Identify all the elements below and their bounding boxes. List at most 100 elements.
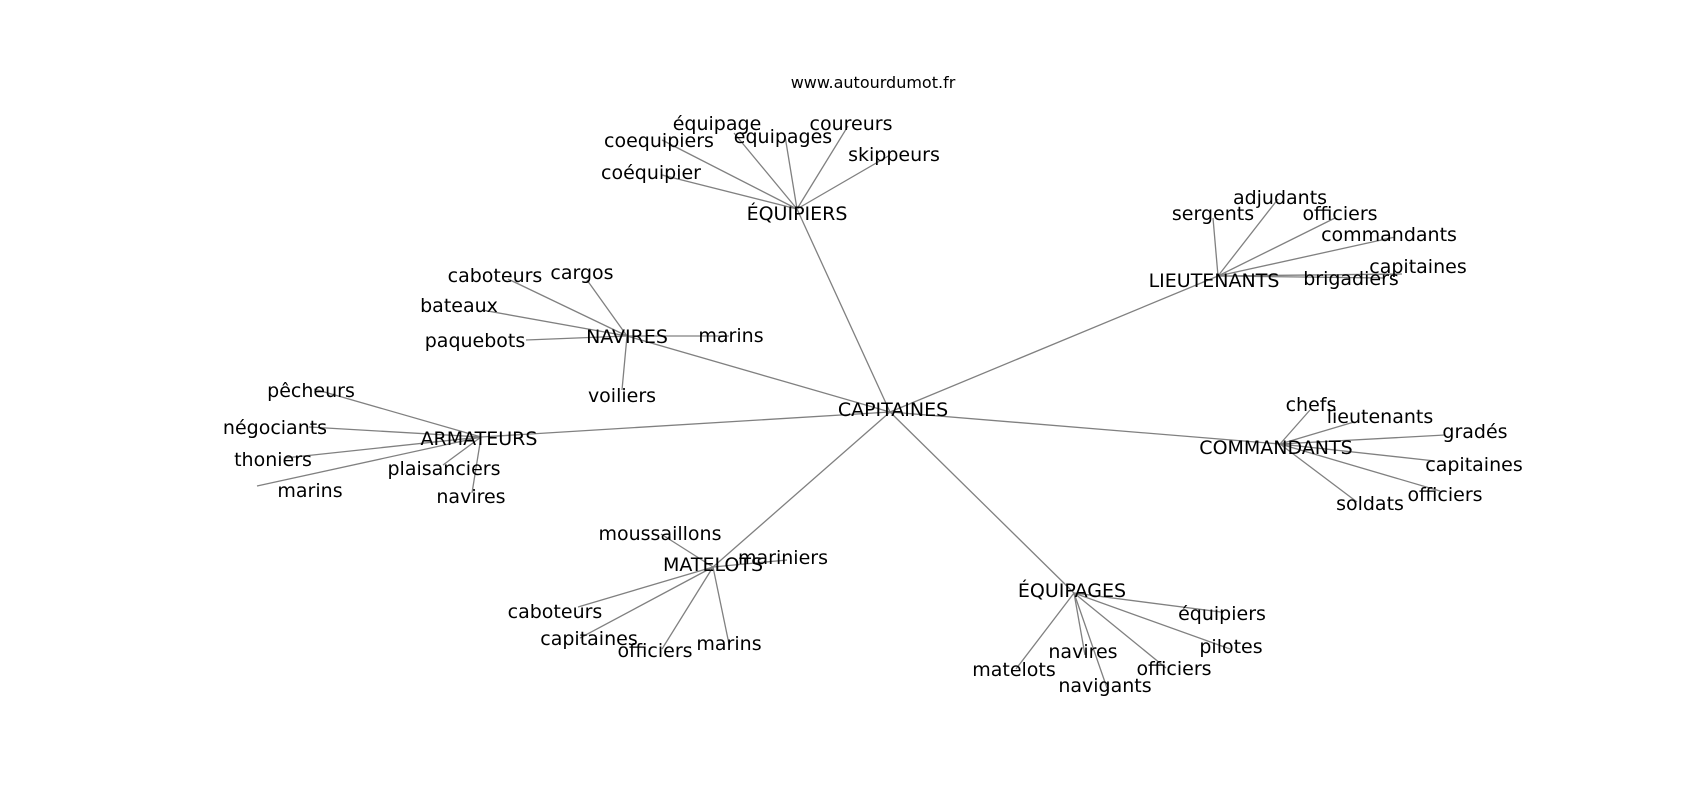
edge-equipages-leaf-4 [1015,592,1075,670]
edge-center-equipiers [796,208,891,413]
cluster-node-matelots: MATELOTS [663,554,763,576]
edge-lieutenants-leaf-0 [1217,198,1279,277]
edge-navires-leaf-0 [507,278,628,337]
leaf-node-lieutenants-3: commandants [1321,224,1457,246]
edge-equipiers-leaf-1 [796,125,849,210]
leaf-node-equipages-4: matelots [972,659,1056,681]
leaf-node-lieutenants-5: brigadiers [1303,268,1399,290]
edge-matelots-leaf-3 [579,566,714,639]
leaf-node-matelots-0: moussaillons [598,523,721,545]
leaf-node-commandants-4: officiers [1407,484,1482,506]
leaf-node-equipiers-1: coureurs [810,113,893,135]
edge-commandants-leaf-0 [1279,409,1311,445]
leaf-node-commandants-0: chefs [1286,394,1337,416]
edge-equipiers-leaf-2 [661,139,798,210]
leaf-node-navires-5: voiliers [588,385,656,407]
edge-center-navires [626,335,891,413]
edge-armateurs-leaf-1 [308,426,482,438]
leaf-node-equipiers-4: skippeurs [848,144,940,166]
edge-center-matelots [712,411,891,568]
cluster-node-armateurs: ARMATEURS [421,428,538,450]
leaf-node-matelots-3: capitaines [540,628,637,650]
edge-commandants-leaf-1 [1279,421,1355,445]
leaf-node-armateurs-4: plaisanciers [388,458,501,480]
edge-equipages-leaf-5 [1073,592,1108,689]
edge-navires-leaf-5 [621,335,628,391]
edge-commandants-leaf-5 [1279,443,1358,503]
edge-equipages-leaf-3 [1073,592,1167,669]
edge-matelots-leaf-5 [712,566,730,645]
edge-navires-leaf-1 [586,279,628,337]
leaf-node-navires-1: cargos [550,262,613,284]
edge-armateurs-leaf-2 [284,436,482,459]
leaf-node-armateurs-5: navires [436,486,505,508]
leaf-node-equipiers-0: équipage [673,113,762,135]
cluster-node-commandants: COMMANDANTS [1199,437,1352,459]
cluster-node-equipages: ÉQUIPAGES [1018,579,1126,602]
edge-matelots-leaf-0 [660,533,714,568]
leaf-node-armateurs-3: marins [277,480,342,502]
leaf-node-lieutenants-2: officiers [1302,203,1377,225]
edge-commandants-leaf-2 [1279,434,1446,445]
edge-center-lieutenants [889,275,1219,413]
edge-equipiers-leaf-5 [661,174,798,210]
leaf-node-commandants-3: capitaines [1425,454,1522,476]
leaf-node-equipiers-5: coéquipier [601,162,701,184]
labels-layer: CAPITAINES ÉQUIPIERS équipage coureurs coequ… [223,113,1523,697]
leaf-node-commandants-5: soldats [1336,493,1404,515]
edge-lieutenants-leaf-5 [1217,275,1386,279]
edge-center-commandants [889,411,1281,445]
edge-navires-leaf-3 [525,335,628,341]
edge-equipiers-leaf-3 [784,135,798,210]
edge-commandants-leaf-4 [1279,443,1441,492]
leaf-node-lieutenants-1: sergents [1172,203,1254,225]
leaf-node-matelots-2: caboteurs [508,601,603,623]
site-url: www.autourdumot.fr [791,73,956,92]
edge-lieutenants-leaf-1 [1212,217,1219,277]
leaf-node-equipages-5: navigants [1058,675,1151,697]
center-node-label: CAPITAINES [838,399,948,421]
edge-lieutenants-leaf-2 [1217,217,1336,277]
leaf-node-navires-0: caboteurs [448,265,543,287]
edge-equipages-leaf-0 [1073,592,1222,613]
leaf-node-armateurs-0: pêcheurs [267,380,355,402]
edge-commandants-leaf-3 [1279,443,1436,462]
edge-matelots-leaf-2 [577,566,714,608]
leaf-node-commandants-2: gradés [1442,421,1507,443]
leaf-node-equipiers-2: coequipiers [604,130,714,152]
edge-armateurs-leaf-5 [471,436,482,494]
edge-matelots-leaf-1 [712,559,788,568]
leaf-node-matelots-4: officiers [617,640,692,662]
edge-equipiers-leaf-0 [733,132,798,210]
edge-armateurs-leaf-4 [442,436,482,466]
leaf-node-commandants-1: lieutenants [1327,406,1434,428]
edge-equipages-leaf-1 [1073,592,1231,650]
cluster-node-lieutenants: LIEUTENANTS [1149,270,1280,292]
edge-center-armateurs [480,411,891,438]
leaf-node-armateurs-1: négociants [223,417,327,439]
leaf-node-navires-3: paquebots [425,330,526,352]
edge-armateurs-leaf-0 [313,388,482,438]
edge-equipages-leaf-2 [1073,592,1086,656]
edge-matelots-leaf-4 [661,566,714,650]
leaf-node-armateurs-2: thoniers [234,449,312,471]
leaf-node-matelots-5: marins [696,633,761,655]
edge-navires-leaf-2 [481,309,628,337]
leaf-node-equipages-3: officiers [1136,658,1211,680]
leaf-node-lieutenants-4: capitaines [1369,256,1466,278]
leaf-node-navires-2: bateaux [420,295,498,317]
edge-lieutenants-leaf-3 [1217,236,1396,277]
edge-equipiers-leaf-4 [796,154,891,210]
edge-armateurs-leaf-3 [256,436,482,487]
leaf-node-equipages-2: navires [1048,641,1117,663]
leaf-node-equipages-0: équipiers [1178,603,1266,625]
edges-layer [256,125,1446,689]
leaf-node-equipiers-3: equipages [734,126,832,148]
edge-center-equipages [889,411,1075,594]
edge-lieutenants-leaf-4 [1217,273,1403,277]
cluster-node-equipiers: ÉQUIPIERS [747,202,848,225]
leaf-node-lieutenants-0: adjudants [1233,187,1327,209]
leaf-node-matelots-1: mariniers [738,547,828,569]
